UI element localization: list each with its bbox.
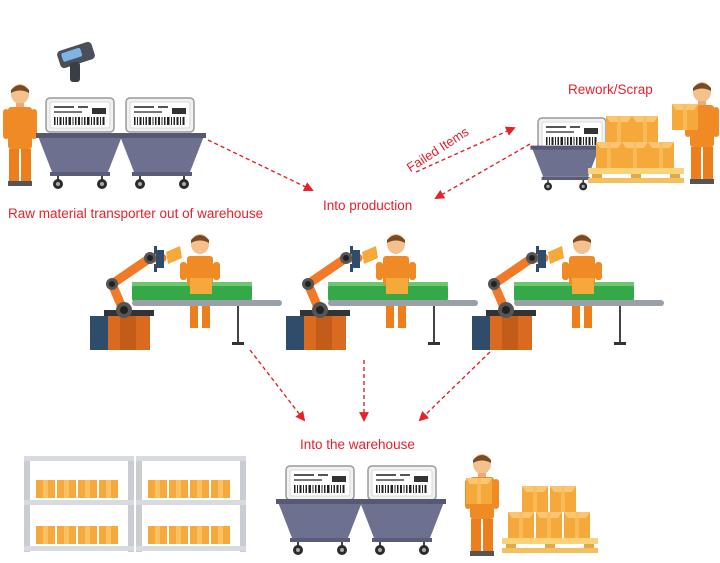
cart-icon (357, 498, 447, 556)
esl-label-icon (45, 97, 115, 133)
production-station-2 (286, 234, 478, 350)
worker-icon (685, 82, 719, 184)
worker-icon (3, 84, 37, 186)
into-warehouse-label: Into the warehouse (300, 437, 415, 452)
esl-label-icon (125, 97, 195, 133)
cart-icon (117, 132, 207, 190)
esl-label-icon (367, 465, 437, 501)
box-stack-icon (596, 116, 674, 168)
cart-icon (275, 498, 365, 556)
raw-material-label: Raw material transporter out of warehous… (8, 206, 264, 221)
pallet-icon (502, 538, 598, 553)
handheld-scanner-icon (57, 41, 95, 82)
box-icon (672, 104, 698, 130)
production-station-1 (90, 234, 282, 350)
box-stack-icon (508, 486, 590, 538)
cart-icon (35, 132, 125, 190)
shelf-icon (136, 456, 246, 552)
arrow-station3-to-warehouse (418, 351, 491, 422)
arrow-failed-to-rework (415, 126, 516, 173)
shelf-icon (24, 456, 134, 552)
arrow-raw-to-production (207, 139, 314, 192)
into-production-label: Into production (323, 198, 413, 213)
esl-label-icon (285, 465, 355, 501)
box-icon (466, 478, 492, 504)
arrow-rework-to-production (434, 143, 531, 199)
pallet-icon (588, 168, 684, 183)
rework-scrap-label: Rework/Scrap (568, 82, 653, 97)
production-station-3 (472, 234, 664, 350)
arrow-station1-to-warehouse (249, 349, 306, 422)
worker-icon (465, 454, 499, 556)
